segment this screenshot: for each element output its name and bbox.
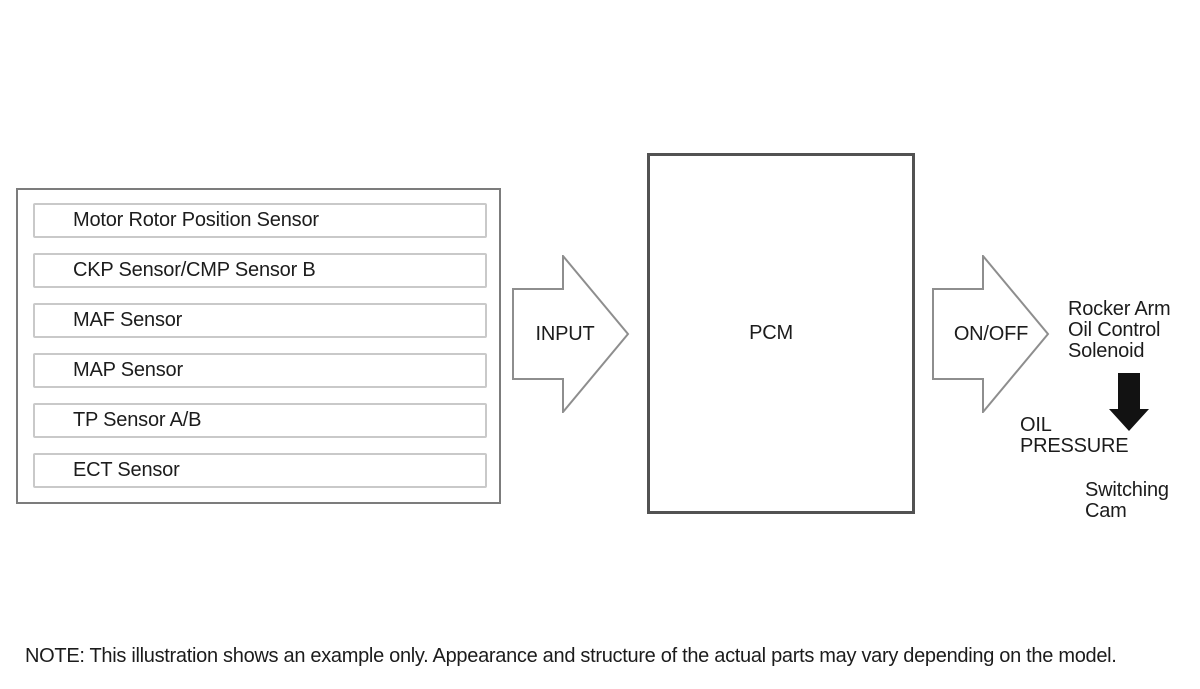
oil-pressure-label: OIL PRESSURE	[1020, 414, 1129, 457]
sensor-label: ECT Sensor	[73, 459, 180, 481]
sensor-label: Motor Rotor Position Sensor	[73, 209, 319, 231]
onoff-arrow-label: ON/OFF	[953, 322, 1029, 345]
pcm-label: PCM	[749, 322, 793, 344]
sensor-box-motor-rotor-position: Motor Rotor Position Sensor	[33, 203, 487, 238]
sensor-label: MAF Sensor	[73, 309, 183, 331]
switching-cam-line: Switching	[1085, 479, 1169, 501]
switching-cam-label: Switching Cam	[1085, 480, 1169, 522]
pcm-box: PCM	[647, 153, 915, 514]
input-arrow-label: INPUT	[535, 322, 595, 345]
solenoid-label-line: Oil Control	[1068, 319, 1161, 341]
sensor-label: CKP Sensor/CMP Sensor B	[73, 259, 316, 281]
solenoid-label: Rocker Arm Oil Control Solenoid	[1068, 298, 1171, 362]
sensor-box-map: MAP Sensor	[33, 353, 487, 388]
note-text: NOTE: This illustration shows an example…	[25, 645, 1117, 667]
sensor-group-box: Motor Rotor Position Sensor CKP Sensor/C…	[16, 188, 501, 504]
solenoid-label-line: Solenoid	[1068, 340, 1145, 362]
sensor-label: TP Sensor A/B	[73, 409, 202, 431]
oil-pressure-line: PRESSURE	[1020, 435, 1129, 457]
switching-cam-line: Cam	[1085, 500, 1127, 522]
sensor-box-tp: TP Sensor A/B	[33, 403, 487, 438]
sensor-box-ect: ECT Sensor	[33, 453, 487, 488]
solenoid-label-line: Rocker Arm	[1068, 298, 1171, 320]
sensor-box-ckp-cmp: CKP Sensor/CMP Sensor B	[33, 253, 487, 288]
onoff-arrow-icon	[932, 255, 1050, 413]
input-arrow-icon	[512, 255, 630, 413]
oil-pressure-line: OIL	[1020, 414, 1052, 436]
sensor-box-maf: MAF Sensor	[33, 303, 487, 338]
sensor-label: MAP Sensor	[73, 359, 183, 381]
down-arrow-icon	[1109, 373, 1149, 431]
